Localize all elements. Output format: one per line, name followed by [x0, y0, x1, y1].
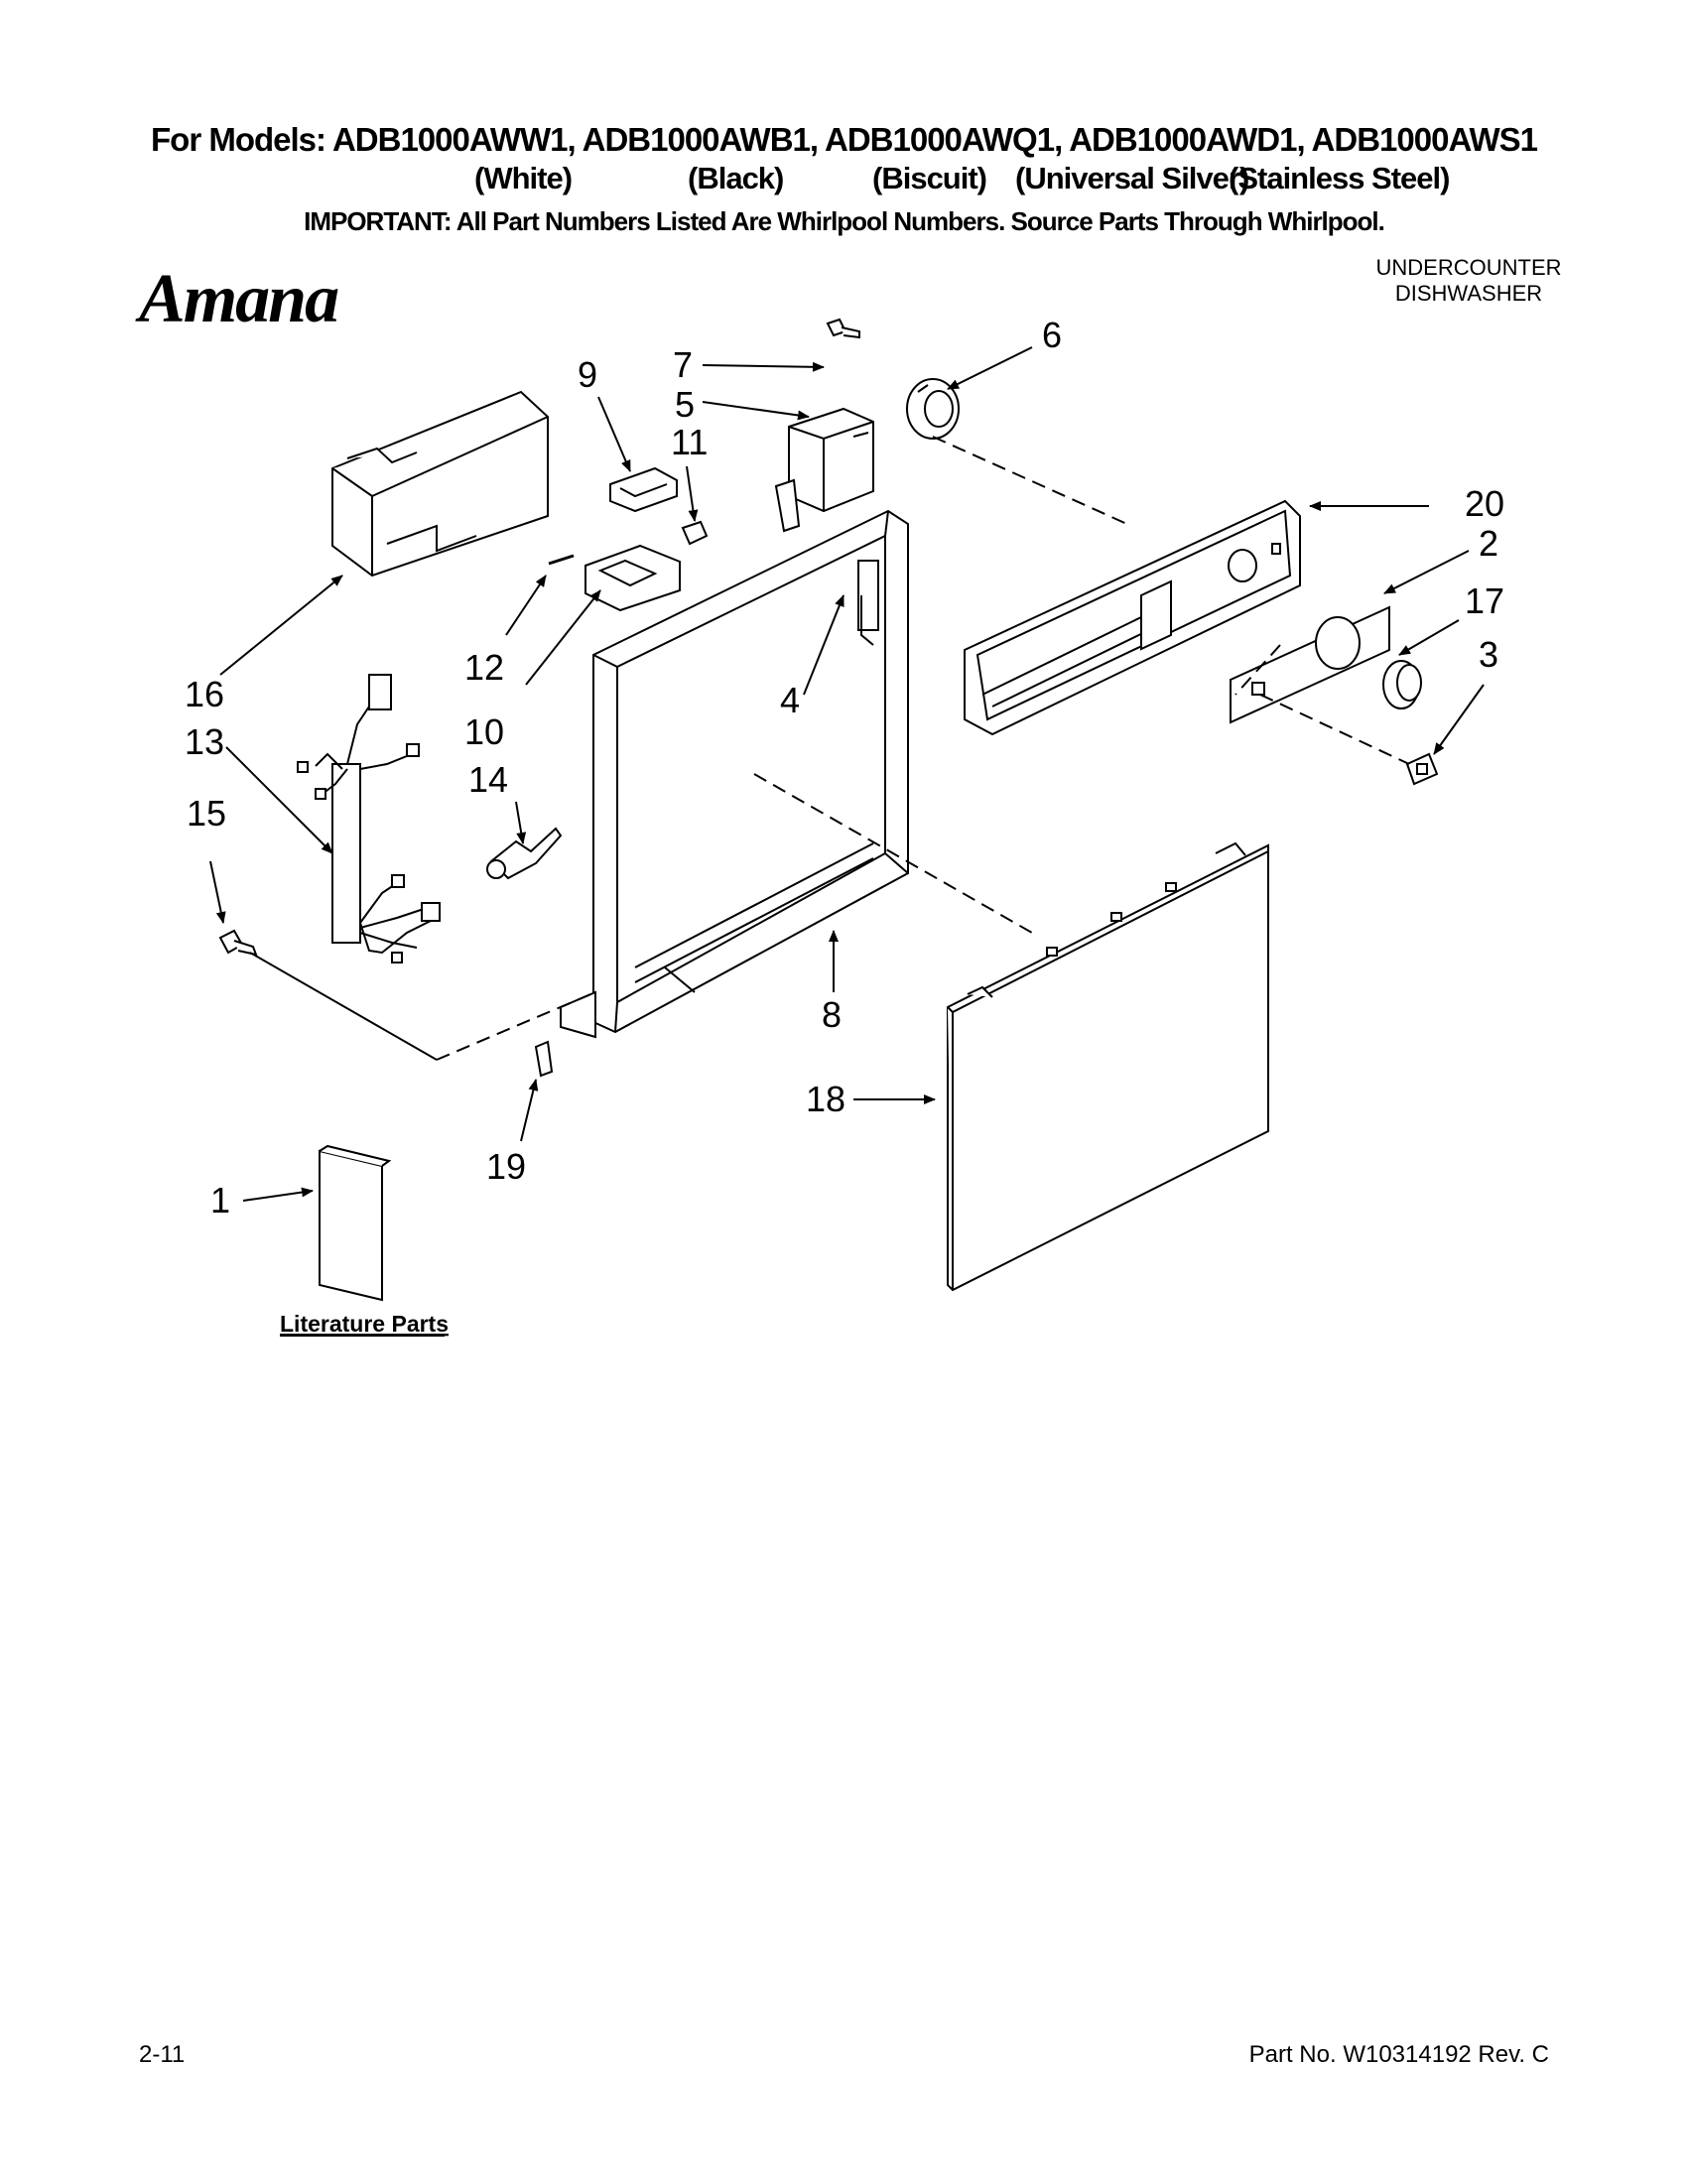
part-9-bracket	[609, 466, 678, 513]
callout-10: 10	[464, 711, 504, 752]
part-5-timer	[774, 407, 874, 533]
callout-8: 8	[822, 994, 842, 1035]
callout-3: 3	[1479, 634, 1498, 675]
callout-5: 5	[675, 384, 695, 425]
callout-19: 19	[486, 1146, 526, 1187]
color-stainless-steel: (Stainless Steel)	[1229, 161, 1450, 195]
callout-15: 15	[187, 793, 226, 834]
part-13-wire-harness	[297, 674, 441, 964]
part-17-knob	[1382, 660, 1422, 709]
important-note: IMPORTANT: All Part Numbers Listed Are W…	[304, 206, 1385, 236]
part-20-control-panel	[964, 499, 1301, 736]
callout-12: 12	[464, 647, 504, 688]
callout-17: 17	[1465, 580, 1504, 621]
color-biscuit: (Biscuit)	[872, 161, 987, 195]
color-black: (Black)	[688, 161, 784, 195]
leader-lines	[249, 436, 1410, 1061]
callout-labels: 1 2 3 4 5 6 7 8 9 10 11 12 13 14 15 16 1…	[185, 315, 1504, 1337]
part-number: Part No. W10314192 Rev. C	[1248, 2041, 1549, 2068]
part-14-sensor	[486, 827, 563, 880]
callout-13: 13	[185, 721, 224, 762]
color-white: (White)	[474, 161, 573, 195]
callout-7: 7	[673, 344, 693, 385]
part-10-bracket	[584, 544, 681, 612]
part-8-door-frame	[560, 509, 909, 1039]
part-15-screw	[218, 929, 258, 957]
callout-18: 18	[806, 1079, 845, 1119]
callout-2: 2	[1479, 523, 1498, 564]
part-6-knob	[906, 378, 960, 440]
part-3-switch	[1405, 752, 1439, 786]
callout-11: 11	[671, 422, 708, 462]
product-line-1: UNDERCOUNTER	[1375, 255, 1562, 280]
callout-16: 16	[185, 674, 224, 714]
literature-parts-label: Literature Parts	[280, 1311, 449, 1337]
callout-1: 1	[210, 1180, 230, 1220]
color-universal-silver: (Universal Silver)	[1015, 161, 1249, 195]
callout-arrows	[209, 346, 1485, 1202]
product-line-2: DISHWASHER	[1394, 281, 1543, 306]
part-16-cover	[331, 390, 549, 578]
part-1-literature	[319, 1144, 392, 1302]
product-type: UNDERCOUNTER DISHWASHER	[1320, 255, 1618, 307]
color-line: (White) (Black) (Biscuit) (Universal Sil…	[0, 161, 1688, 200]
callout-4: 4	[780, 680, 800, 720]
part-12-pin	[548, 554, 575, 566]
part-18-door-panel	[947, 841, 1269, 1292]
page-number: 2-11	[139, 2041, 186, 2068]
models-line: For Models: ADB1000AWW1, ADB1000AWB1, AD…	[151, 121, 1538, 158]
callout-9: 9	[578, 354, 597, 395]
part-11-clip	[681, 520, 709, 546]
part-7-screw	[826, 318, 860, 339]
callout-14: 14	[468, 759, 508, 800]
amana-logo: Amana	[139, 261, 339, 337]
callout-6: 6	[1042, 315, 1062, 355]
part-19-clip	[534, 1040, 554, 1078]
part-2-overlay	[1230, 605, 1390, 724]
callout-20: 20	[1465, 483, 1504, 524]
